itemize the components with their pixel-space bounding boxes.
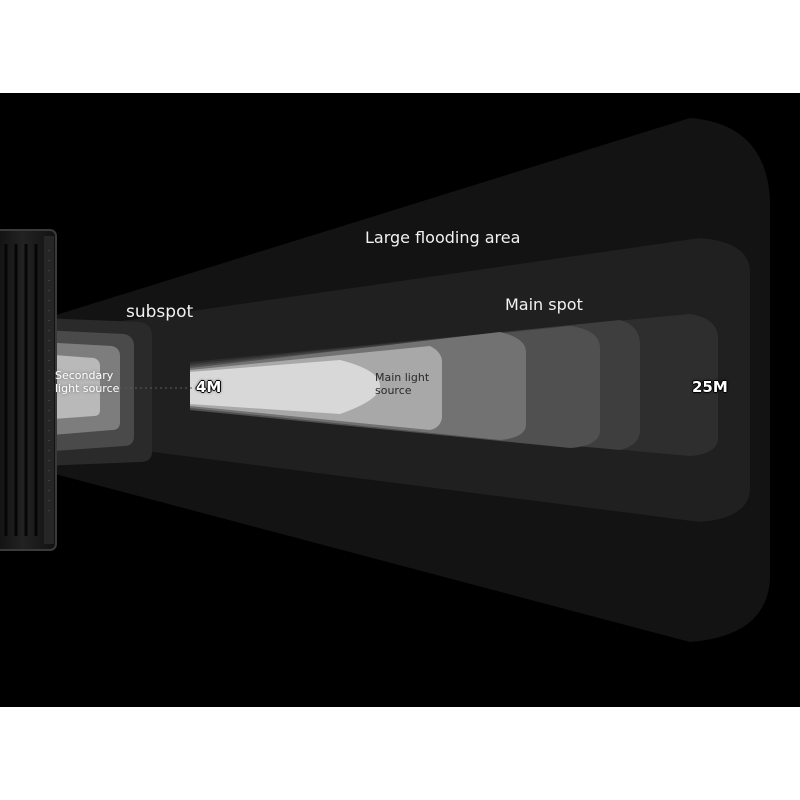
- main-hotspot: [190, 360, 380, 414]
- flooding-area-label: Large flooding area: [365, 228, 521, 247]
- distance-near-label: 4M: [196, 378, 222, 396]
- bike-headlight-icon: [0, 229, 57, 551]
- main-light-source-label: Main light source: [375, 371, 430, 398]
- distance-far-label: 25M: [692, 378, 728, 396]
- subspot-label: subspot: [126, 302, 194, 322]
- secondary-light-source-label: Secondary light source: [55, 369, 120, 396]
- main-spot-label: Main spot: [505, 295, 583, 314]
